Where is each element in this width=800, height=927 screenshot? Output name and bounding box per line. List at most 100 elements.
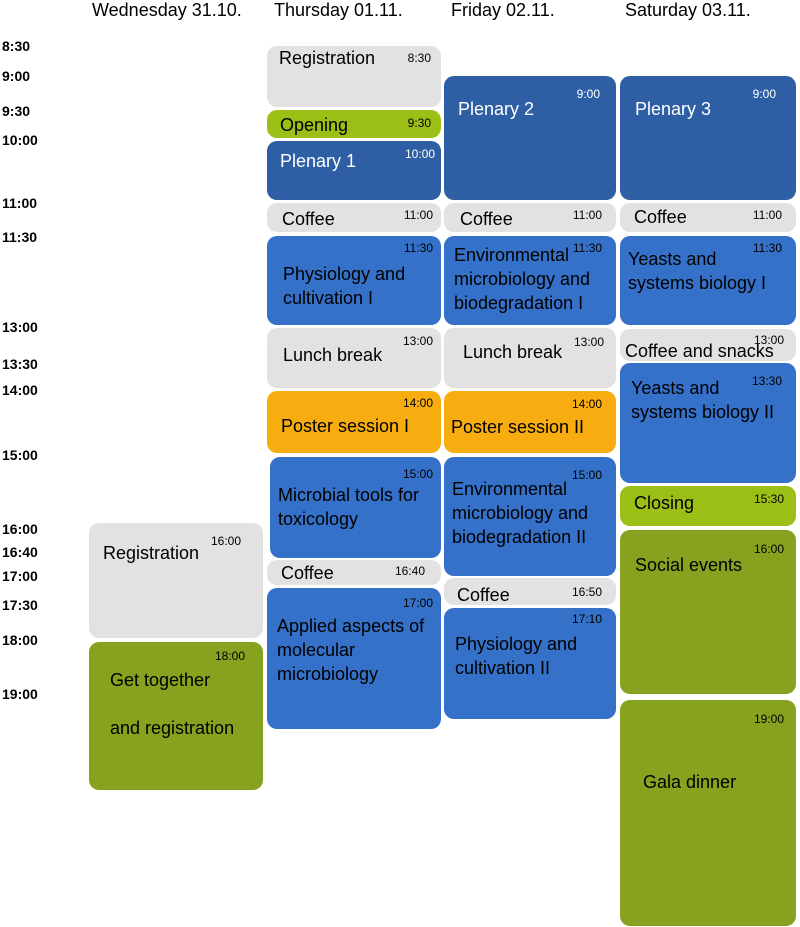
event-label: Poster session I: [281, 416, 410, 436]
event-label: Coffee: [457, 585, 510, 605]
time-label: 14:00: [2, 382, 38, 398]
event-thu-microbial-tools[interactable]: 15:00 Microbial tools for toxicology: [270, 457, 441, 558]
time-label: 16:40: [2, 544, 38, 560]
event-sat-gala-dinner[interactable]: 19:00 Gala dinner: [620, 700, 796, 926]
event-thu-poster-1[interactable]: 14:00 Poster session I: [267, 391, 441, 453]
day-header-saturday: Saturday 03.11.: [625, 0, 751, 20]
time-label: 11:00: [2, 195, 38, 211]
event-time: 11:30: [403, 241, 433, 255]
event-label: Coffee: [634, 207, 687, 227]
event-thu-registration[interactable]: 8:30 Registration: [267, 46, 441, 107]
event-wed-registration[interactable]: 16:00 Registration: [89, 523, 263, 638]
time-label: 9:00: [2, 68, 31, 84]
event-time: 14:00: [402, 396, 433, 410]
event-thu-plenary-1[interactable]: 10:00 Plenary 1: [267, 141, 441, 200]
event-thu-lunch[interactable]: 13:00 Lunch break: [267, 328, 441, 388]
event-time: 17:10: [571, 612, 602, 626]
event-sat-yeasts-1[interactable]: 11:30 Yeasts and systems biology I: [620, 236, 796, 325]
event-label: Applied aspects of molecular microbiolog…: [277, 616, 425, 684]
event-label: Coffee and snacks: [625, 341, 774, 361]
time-label: 15:00: [2, 447, 38, 463]
event-time: 9:00: [576, 87, 600, 101]
event-time: 13:00: [573, 335, 604, 349]
event-thu-coffee[interactable]: 11:00 Coffee: [267, 203, 441, 232]
event-fri-environmental-2[interactable]: 15:00 Environmental microbiology and bio…: [444, 457, 616, 576]
event-time: 15:00: [402, 467, 433, 481]
time-label: 18:00: [2, 632, 38, 648]
event-label: Poster session II: [451, 417, 585, 437]
event-sat-plenary-3[interactable]: 9:00 Plenary 3: [620, 76, 796, 200]
event-time: 18:00: [214, 649, 245, 663]
time-label: 11:30: [2, 229, 38, 245]
event-label: Lunch break: [283, 345, 383, 365]
event-time: 13:00: [402, 334, 433, 348]
event-sat-closing[interactable]: 15:30 Closing: [620, 486, 796, 526]
event-fri-plenary-2[interactable]: 9:00 Plenary 2: [444, 76, 616, 200]
event-time: 11:00: [403, 208, 433, 222]
time-label: 17:00: [2, 568, 38, 584]
time-label: 8:30: [2, 38, 31, 54]
event-thu-opening[interactable]: 9:30 Opening: [267, 110, 441, 138]
event-label: Coffee: [281, 563, 334, 583]
event-time: 19:00: [753, 712, 784, 726]
event-time: 17:00: [402, 596, 433, 610]
event-sat-coffee[interactable]: 11:00 Coffee: [620, 203, 796, 232]
event-label: Plenary 2: [458, 99, 535, 119]
event-time: 16:00: [210, 534, 241, 548]
event-time: 15:30: [753, 492, 784, 506]
event-time: 8:30: [407, 51, 431, 65]
event-time: 13:00: [753, 333, 784, 347]
event-time: 16:40: [394, 564, 425, 578]
time-label: 13:30: [2, 356, 38, 372]
event-label: Closing: [634, 493, 695, 513]
time-label: 16:00: [2, 521, 38, 537]
event-label: Environmental microbiology and biodegrad…: [454, 245, 591, 313]
day-header-friday: Friday 02.11.: [451, 0, 555, 20]
time-label: 10:00: [2, 132, 38, 148]
event-label: Plenary 3: [635, 99, 712, 119]
event-fri-coffee[interactable]: 11:00 Coffee: [444, 203, 616, 232]
event-time: 14:00: [571, 397, 602, 411]
time-label: 19:00: [2, 686, 38, 702]
event-sat-yeasts-2[interactable]: 13:30 Yeasts and systems biology II: [620, 363, 796, 483]
event-label: Physiology and cultivation II: [455, 634, 578, 678]
event-time: 10:00: [404, 147, 435, 161]
event-fri-lunch[interactable]: 13:00 Lunch break: [444, 328, 616, 388]
event-label: Environmental microbiology and biodegrad…: [452, 479, 589, 547]
event-time: 11:00: [572, 208, 602, 222]
event-time: 9:30: [407, 116, 431, 130]
event-label: Coffee: [282, 209, 335, 229]
event-sat-social-events[interactable]: 16:00 Social events: [620, 530, 796, 694]
event-time: 16:00: [753, 542, 784, 556]
event-label: Yeasts and systems biology II: [631, 378, 775, 422]
event-fri-poster-2[interactable]: 14:00 Poster session II: [444, 391, 616, 453]
event-fri-physiology-2[interactable]: 17:10 Physiology and cultivation II: [444, 608, 616, 719]
event-time: 15:00: [571, 468, 602, 482]
event-label: Physiology and cultivation I: [283, 264, 406, 308]
time-label: 9:30: [2, 103, 31, 119]
event-time: 16:50: [571, 585, 602, 599]
event-label: Registration: [279, 48, 376, 68]
event-label: Plenary 1: [280, 151, 357, 171]
event-label: Registration: [103, 543, 200, 563]
event-fri-coffee-2[interactable]: 16:50 Coffee: [444, 578, 616, 605]
event-label: Yeasts and systems biology I: [628, 249, 767, 293]
event-fri-environmental-1[interactable]: 11:30 Environmental microbiology and bio…: [444, 236, 616, 325]
event-thu-applied-aspects[interactable]: 17:00 Applied aspects of molecular micro…: [267, 588, 441, 729]
event-label: Microbial tools for toxicology: [278, 485, 420, 529]
event-time: 9:00: [752, 87, 776, 101]
event-label: Get together and registration: [110, 670, 235, 738]
event-time: 11:00: [752, 208, 782, 222]
day-header-thursday: Thursday 01.11.: [274, 0, 403, 20]
event-thu-coffee-2[interactable]: 16:40 Coffee: [267, 560, 441, 585]
time-label: 13:00: [2, 319, 38, 335]
day-header-wednesday: Wednesday 31.10.: [92, 0, 242, 20]
event-wed-get-together[interactable]: 18:00 Get together and registration: [89, 642, 263, 790]
event-label: Opening: [280, 115, 349, 135]
event-label: Social events: [635, 555, 743, 575]
event-label: Lunch break: [463, 342, 563, 362]
event-time: 11:30: [572, 241, 602, 255]
event-thu-physiology-1[interactable]: 11:30 Physiology and cultivation I: [267, 236, 441, 325]
event-label: Gala dinner: [643, 772, 737, 792]
event-sat-coffee-snacks[interactable]: 13:00 Coffee and snacks: [620, 329, 796, 361]
